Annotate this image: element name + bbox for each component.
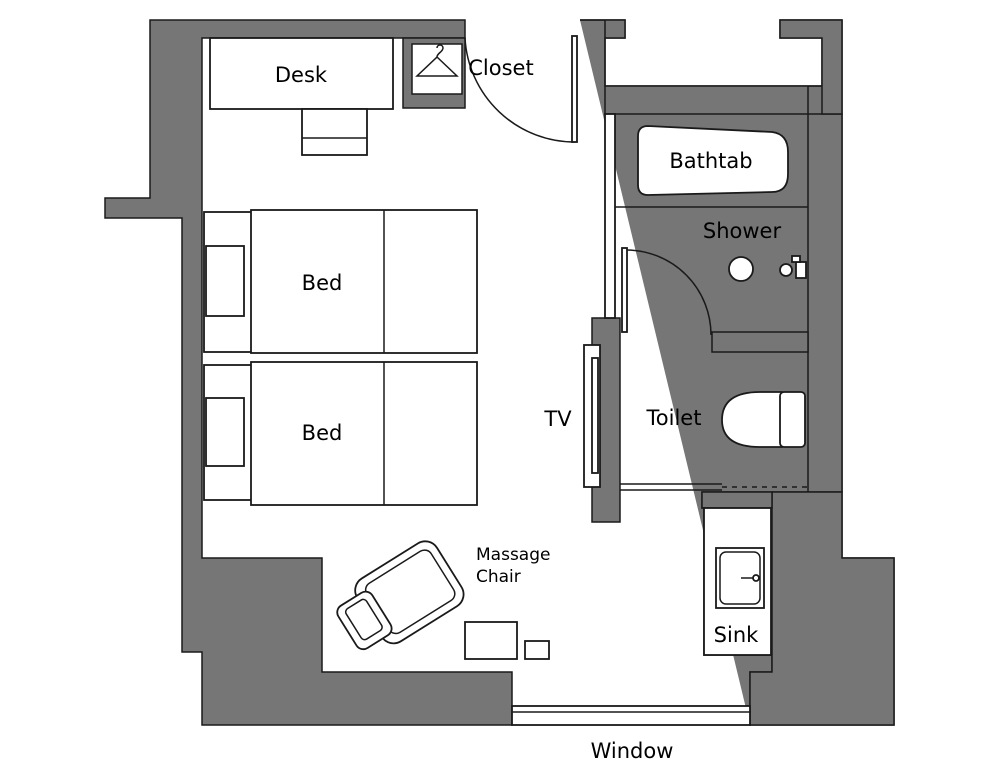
toilet	[721, 391, 806, 448]
bathroom-top-wall	[580, 19, 843, 115]
faucet-icon	[779, 255, 807, 279]
tv-label: TV	[543, 407, 572, 431]
sink-counter	[703, 507, 772, 656]
closet-door-arc	[464, 37, 576, 143]
closet-door	[464, 35, 578, 143]
bathroom-door	[621, 247, 712, 336]
closet-door-leaf	[571, 35, 578, 143]
desk-chair	[301, 108, 368, 156]
sink-label: Sink	[714, 623, 759, 647]
toilet-label: Toilet	[646, 406, 702, 430]
bed-bottom-label: Bed	[302, 421, 343, 445]
massage-chair-label-line1: Massage	[476, 545, 550, 565]
sink-wall	[701, 491, 773, 509]
shower-drain-icon	[728, 256, 754, 282]
bed-top	[203, 209, 478, 354]
nightstand-bottom	[205, 397, 245, 467]
closet-label: Closet	[468, 56, 533, 80]
window	[511, 705, 751, 726]
bottom-right-wall	[749, 491, 895, 726]
massage-chair-label-line2: Chair	[476, 567, 521, 587]
shower-label: Shower	[703, 219, 782, 243]
bed-bottom	[203, 361, 478, 506]
bathroom-partition	[604, 113, 808, 319]
massage-chair	[336, 540, 465, 651]
window-label: Window	[591, 739, 674, 763]
closet-wall	[402, 37, 466, 109]
ottoman	[464, 621, 518, 660]
bathroom-threshold	[620, 483, 808, 491]
shower-divider-wall	[711, 331, 809, 353]
nightstand-top	[205, 245, 245, 317]
side-table	[524, 640, 550, 660]
desk	[209, 37, 394, 156]
desk-label: Desk	[275, 63, 328, 87]
sink-faucet-icon	[741, 574, 760, 582]
walls	[104, 19, 895, 726]
bed-top-label: Bed	[302, 271, 343, 295]
tv	[583, 344, 601, 488]
bathroom-wall-right	[807, 113, 843, 493]
bathtab-label: Bathtab	[669, 149, 752, 173]
hanger-icon	[415, 44, 459, 77]
bathtub	[637, 125, 789, 196]
